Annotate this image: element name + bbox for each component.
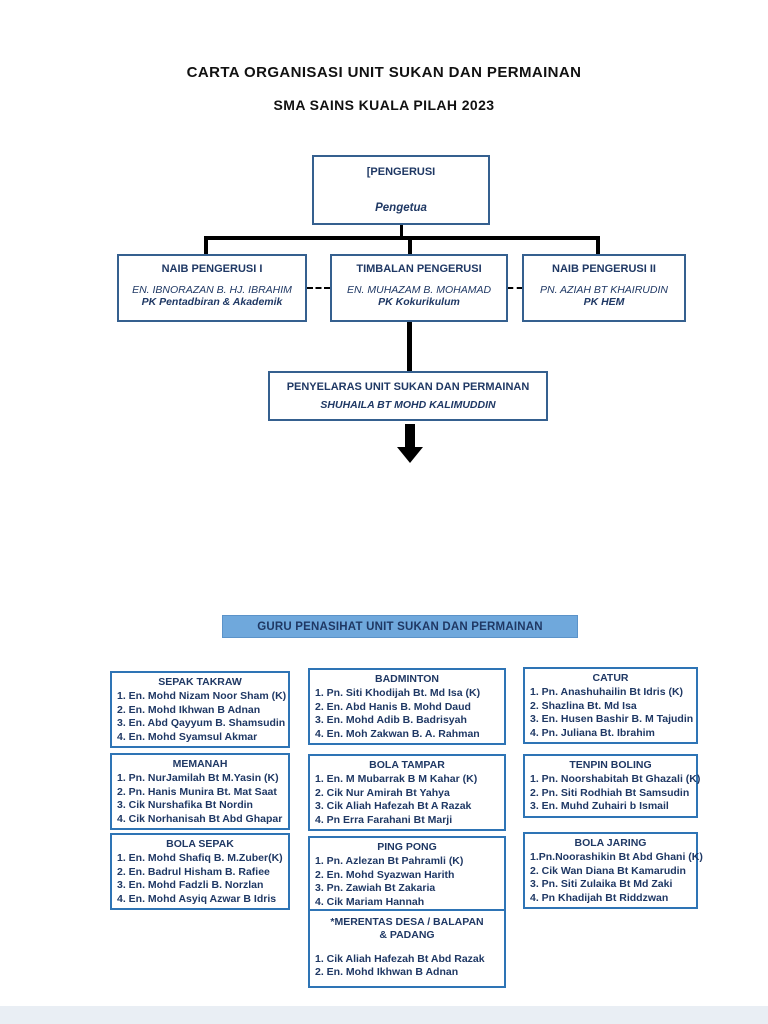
page-title: CARTA ORGANISASI UNIT SUKAN DAN PERMAINA… xyxy=(186,64,582,81)
org-box-title: NAIB PENGERUSI I xyxy=(161,263,263,275)
connector-drop-left xyxy=(204,240,208,254)
team-member: 4. En. Moh Zakwan B. A. Rahman xyxy=(315,727,480,740)
team-member: 2. En. Mohd Syazwan Harith xyxy=(315,868,455,881)
org-box-penyelaras: PENYELARAS UNIT SUKAN DAN PERMAINAN SHUH… xyxy=(268,371,548,421)
team-title: SEPAK TAKRAW xyxy=(158,676,242,688)
org-box-title: TIMBALAN PENGERUSI xyxy=(356,263,482,275)
team-member: 2. En. Abd Hanis B. Mohd Daud xyxy=(315,700,471,713)
page-subtitle: SMA SAINS KUALA PILAH 2023 xyxy=(273,97,495,113)
team-member: 2. Cik Nur Amirah Bt Yahya xyxy=(315,786,450,799)
team-member: 3. En. Mohd Fadzli B. Norzlan xyxy=(117,879,264,892)
team-member: 3. En. Muhd Zuhairi b Ismail xyxy=(530,800,669,813)
team-member: 1. En. Mohd Nizam Noor Sham (K) xyxy=(117,690,287,703)
team-member: 1. Pn. Siti Khodijah Bt. Md Isa (K) xyxy=(315,687,481,700)
team-box-memanah: MEMANAH 1. Pn. NurJamilah Bt M.Yasin (K)… xyxy=(110,753,290,831)
team-title: BOLA JARING xyxy=(574,837,647,849)
connector-drop-right xyxy=(596,240,600,254)
team-member: 1. Pn. NurJamilah Bt M.Yasin (K) xyxy=(117,772,279,785)
team-member: 1. Cik Aliah Hafezah Bt Abd Razak xyxy=(315,952,485,965)
team-title: TENPIN BOLING xyxy=(569,759,652,771)
team-box-bola-tampar: BOLA TAMPAR 1. En. M Mubarrak B M Kahar … xyxy=(308,754,506,832)
org-box-title: PENYELARAS UNIT SUKAN DAN PERMAINAN xyxy=(286,381,530,393)
team-member: 4. En. Mohd Asyiq Azwar B Idris xyxy=(117,892,277,905)
team-member: 2. En. Mohd Ikhwan B Adnan xyxy=(315,966,459,979)
team-member: 4. Pn. Juliana Bt. Ibrahim xyxy=(530,726,655,739)
team-title: BADMINTON xyxy=(375,673,439,685)
team-member: 4. Pn Khadijah Bt Riddzwan xyxy=(530,891,669,904)
org-box-pengerusi: [PENGERUSI Pengetua xyxy=(312,155,490,225)
org-box-naib-pengerusi-2: NAIB PENGERUSI II PN. AZIAH BT KHAIRUDIN… xyxy=(522,254,686,322)
org-box-role: PK Pentadbiran & Akademik xyxy=(141,296,283,308)
team-title: BOLA SEPAK xyxy=(166,838,234,850)
connector-horizontal xyxy=(204,236,600,240)
team-member: 3. En. Abd Qayyum B. Shamsudin xyxy=(117,717,286,730)
down-arrow-icon xyxy=(397,447,423,463)
team-member: 4. En. Mohd Syamsul Akmar xyxy=(117,730,258,743)
team-box-ping-pong: PING PONG 1. Pn. Azlezan Bt Pahramli (K)… xyxy=(308,836,506,914)
connector-vertical-penyelaras xyxy=(407,322,412,371)
team-member: 3. Pn. Zawiah Bt Zakaria xyxy=(315,882,436,895)
team-member: 3. Pn. Siti Zulaika Bt Md Zaki xyxy=(530,878,673,891)
team-member: 1.Pn.Noorashikin Bt Abd Ghani (K) xyxy=(530,851,703,864)
team-title: BOLA TAMPAR xyxy=(369,759,445,771)
team-member: 1. Pn. Noorshabitah Bt Ghazali (K) xyxy=(530,773,701,786)
team-member: 3. En. Husen Bashir B. M Tajudin xyxy=(530,713,694,726)
connector-dashed-right xyxy=(508,287,522,289)
team-member: 3. Cik Aliah Hafezah Bt A Razak xyxy=(315,800,472,813)
team-member: 2. Pn. Siti Rodhiah Bt Samsudin xyxy=(530,786,690,799)
team-title: PING PONG xyxy=(377,841,437,853)
team-box-catur: CATUR 1. Pn. Anashuhailin Bt Idris (K) 2… xyxy=(523,667,698,745)
org-box-name: PN. AZIAH BT KHAIRUDIN xyxy=(540,284,668,296)
team-box-tenpin-boling: TENPIN BOLING 1. Pn. Noorshabitah Bt Gha… xyxy=(523,754,701,818)
org-box-title: [PENGERUSI xyxy=(366,166,436,178)
team-box-bola-jaring: BOLA JARING 1.Pn.Noorashikin Bt Abd Ghan… xyxy=(523,832,703,910)
team-member: 2. En. Mohd Ikhwan B Adnan xyxy=(117,703,261,716)
team-member: 1. En. Mohd Shafiq B. M.Zuber(K) xyxy=(117,852,283,865)
org-box-role: PK Kokurikulum xyxy=(378,296,460,308)
org-box-name: EN. MUHAZAM B. MOHAMAD xyxy=(346,284,492,296)
team-member: 2. En. Badrul Hisham B. Rafiee xyxy=(117,865,270,878)
team-member: 3. Cik Nurshafika Bt Nordin xyxy=(117,799,253,812)
team-member: 1. En. M Mubarrak B M Kahar (K) xyxy=(315,773,478,786)
section-banner: GURU PENASIHAT UNIT SUKAN DAN PERMAINAN xyxy=(222,615,578,638)
team-box-badminton: BADMINTON 1. Pn. Siti Khodijah Bt. Md Is… xyxy=(308,668,506,746)
team-member: 2. Shazlina Bt. Md Isa xyxy=(530,699,637,712)
team-member: 3. En. Mohd Adib B. Badrisyah xyxy=(315,714,467,727)
team-title: MEMANAH xyxy=(172,758,228,770)
team-member: 4. Cik Mariam Hannah xyxy=(315,895,425,908)
team-box-merentas-desa: *MERENTAS DESA / BALAPAN & PADANG 1. Cik… xyxy=(308,909,506,988)
team-box-sepak-takraw: SEPAK TAKRAW 1. En. Mohd Nizam Noor Sham… xyxy=(110,671,290,749)
connector-vertical-top xyxy=(400,225,403,237)
org-box-naib-pengerusi-1: NAIB PENGERUSI I EN. IBNORAZAN B. HJ. IB… xyxy=(117,254,307,322)
team-member: 2. Cik Wan Diana Bt Kamarudin xyxy=(530,864,686,877)
connector-dashed-left xyxy=(307,287,330,289)
org-box-role: PK HEM xyxy=(583,296,625,308)
team-member: 2. Pn. Hanis Munira Bt. Mat Saat xyxy=(117,785,277,798)
team-member: 1. Pn. Azlezan Bt Pahramli (K) xyxy=(315,855,464,868)
team-title: *MERENTAS DESA / BALAPAN & PADANG xyxy=(330,916,484,942)
team-member: 4. Cik Norhanisah Bt Abd Ghapar xyxy=(117,812,283,825)
team-title: CATUR xyxy=(592,672,629,684)
team-member: 4. Pn Erra Farahani Bt Marji xyxy=(315,813,453,826)
team-box-bola-sepak: BOLA SEPAK 1. En. Mohd Shafiq B. M.Zuber… xyxy=(110,833,290,911)
org-box-name: Pengetua xyxy=(375,202,427,214)
org-box-name: EN. IBNORAZAN B. HJ. IBRAHIM xyxy=(132,284,292,296)
team-member: 1. Pn. Anashuhailin Bt Idris (K) xyxy=(530,686,684,699)
org-box-timbalan-pengerusi: TIMBALAN PENGERUSI EN. MUHAZAM B. MOHAMA… xyxy=(330,254,508,322)
org-box-title: NAIB PENGERUSI II xyxy=(552,263,656,275)
down-arrow-stem xyxy=(405,424,415,448)
connector-drop-center xyxy=(408,240,412,254)
org-box-name: SHUHAILA BT MOHD KALIMUDDIN xyxy=(320,399,496,411)
